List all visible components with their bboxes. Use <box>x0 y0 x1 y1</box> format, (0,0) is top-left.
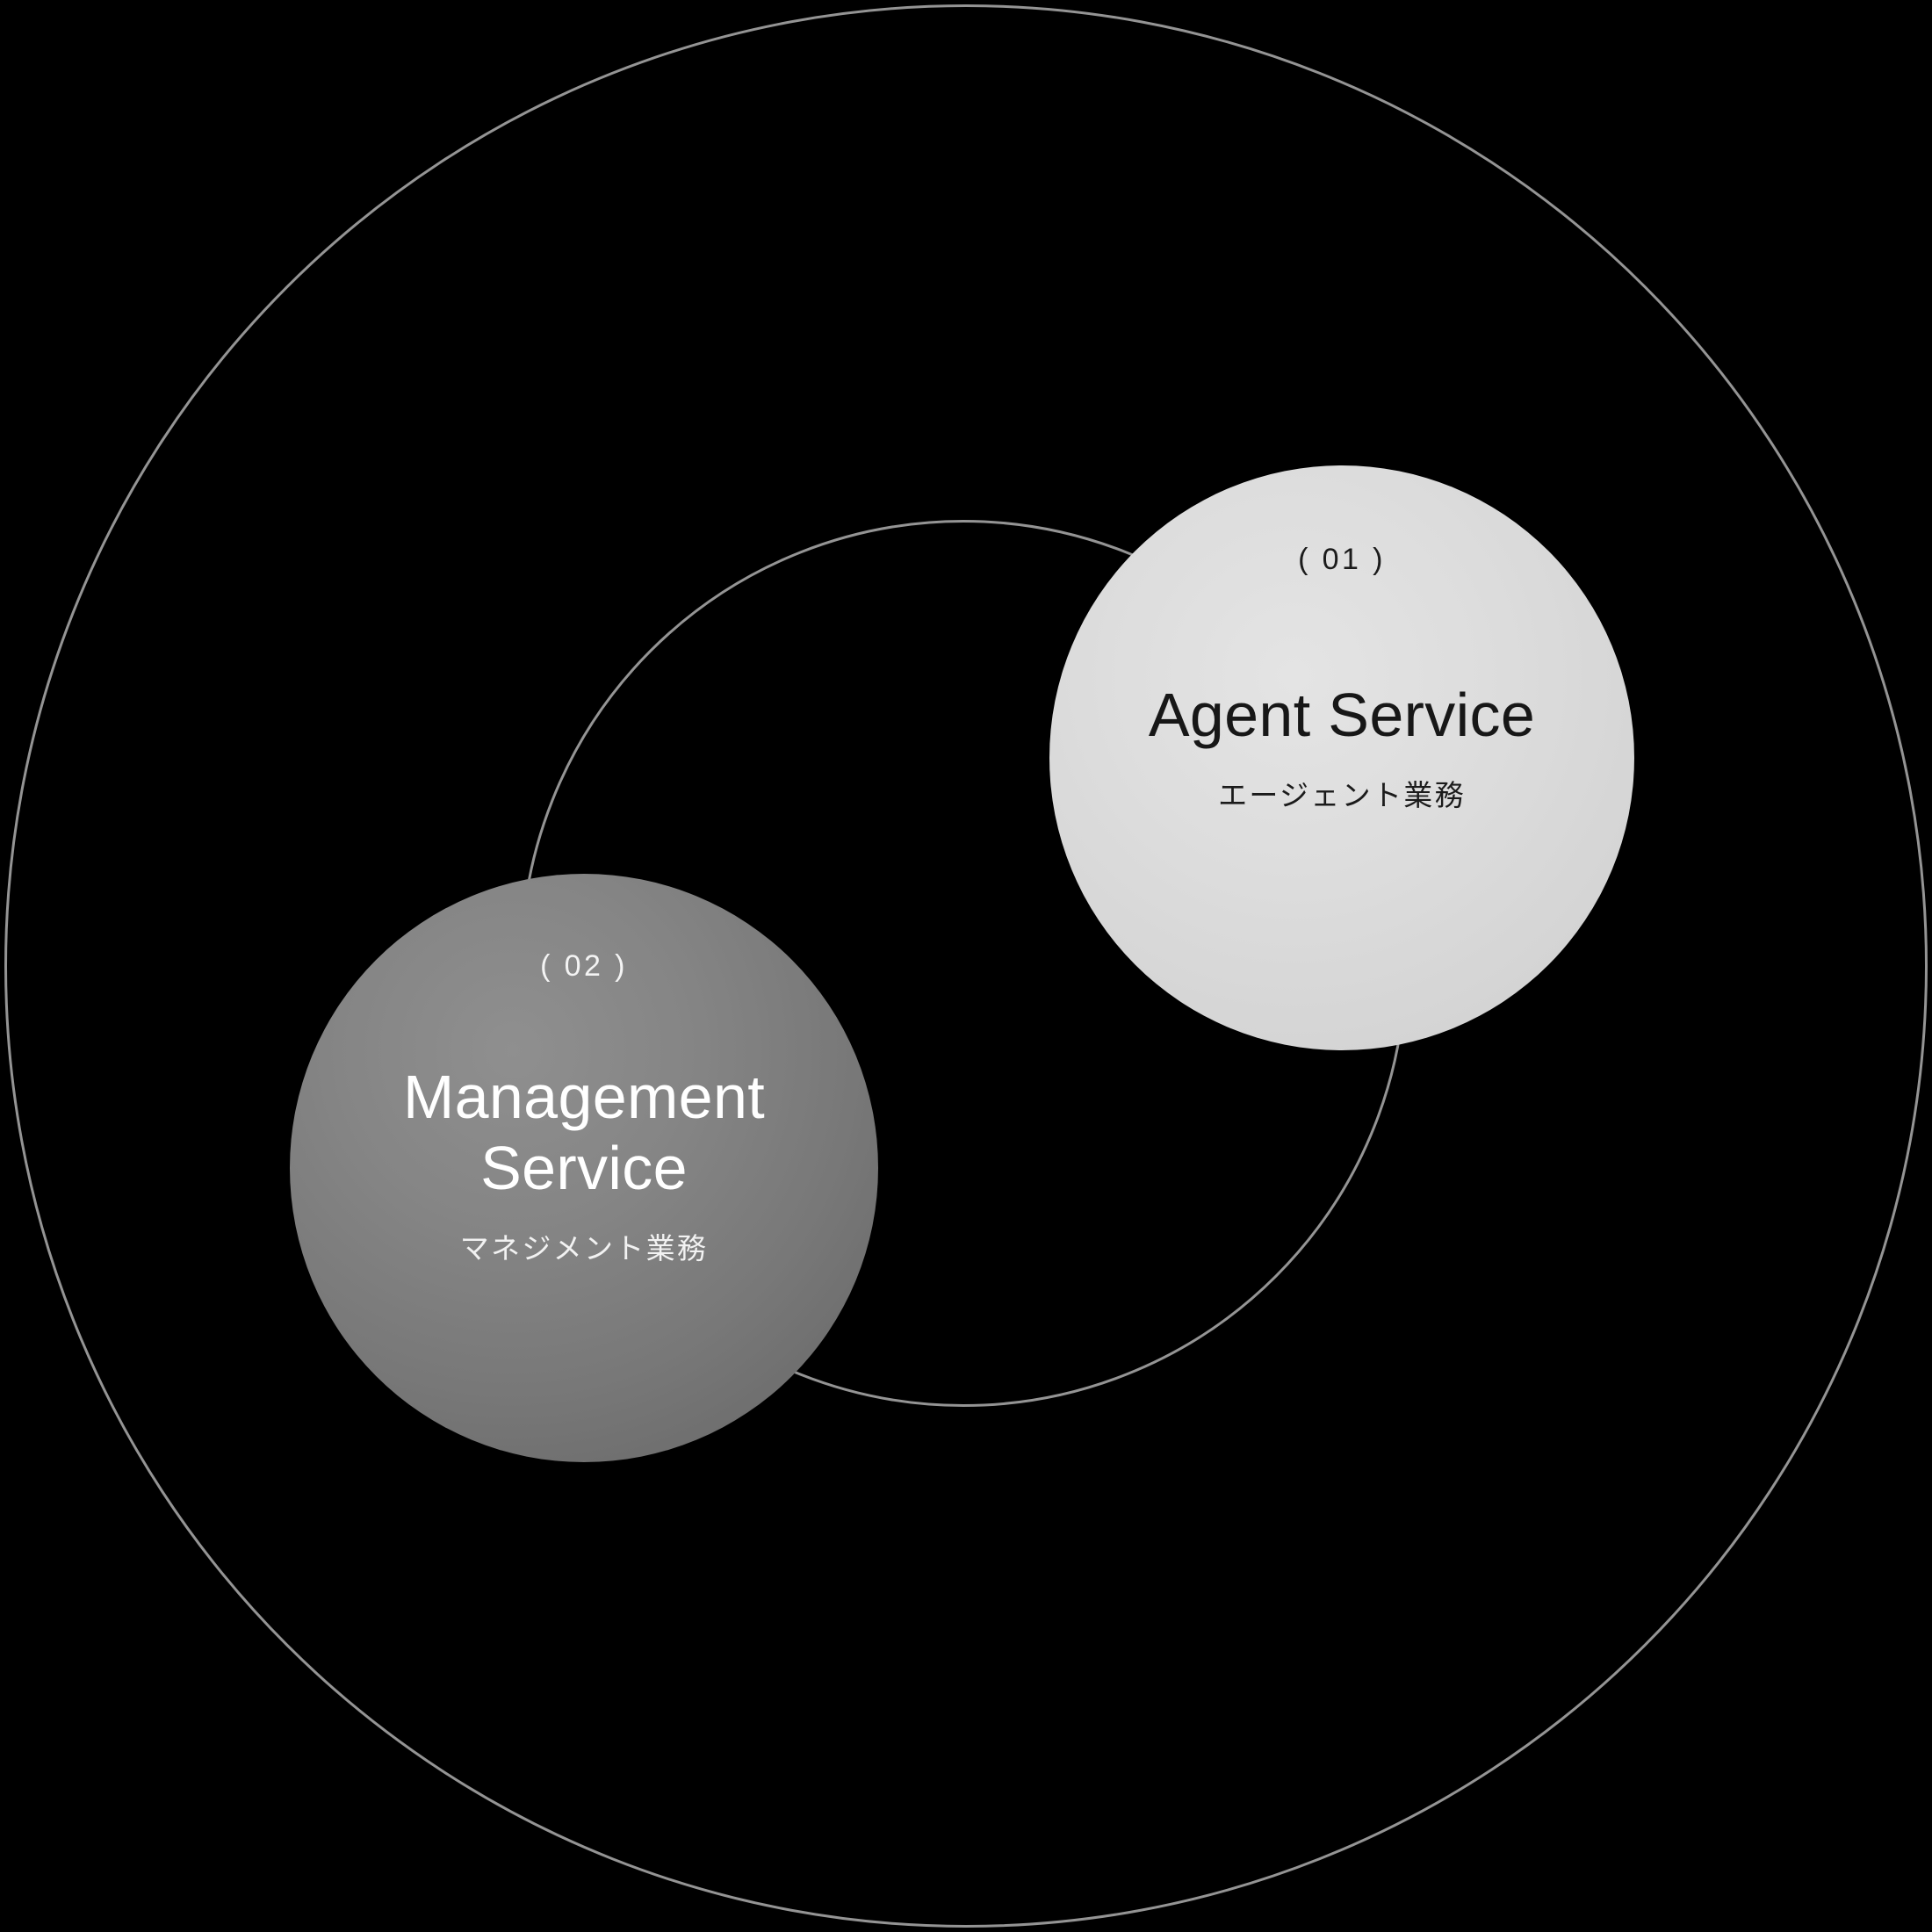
bubble-subtitle-label: エージェント業務 <box>1218 778 1466 813</box>
bubble-subtitle-label: マネジメント業務 <box>459 1231 709 1266</box>
bubble-title-label: Agent Service <box>1148 681 1536 749</box>
outer-guide-ring <box>4 4 1928 1928</box>
bubble-index-label: ( 01 ) <box>1298 543 1386 576</box>
bubble-index-label: ( 02 ) <box>540 949 628 983</box>
bubble-title-label: Management Service <box>402 1063 766 1203</box>
service-bubble-management-service[interactable]: ( 02 ) Management Service マネジメント業務 <box>290 874 878 1462</box>
service-bubble-agent-service[interactable]: ( 01 ) Agent Service エージェント業務 <box>1049 465 1634 1050</box>
